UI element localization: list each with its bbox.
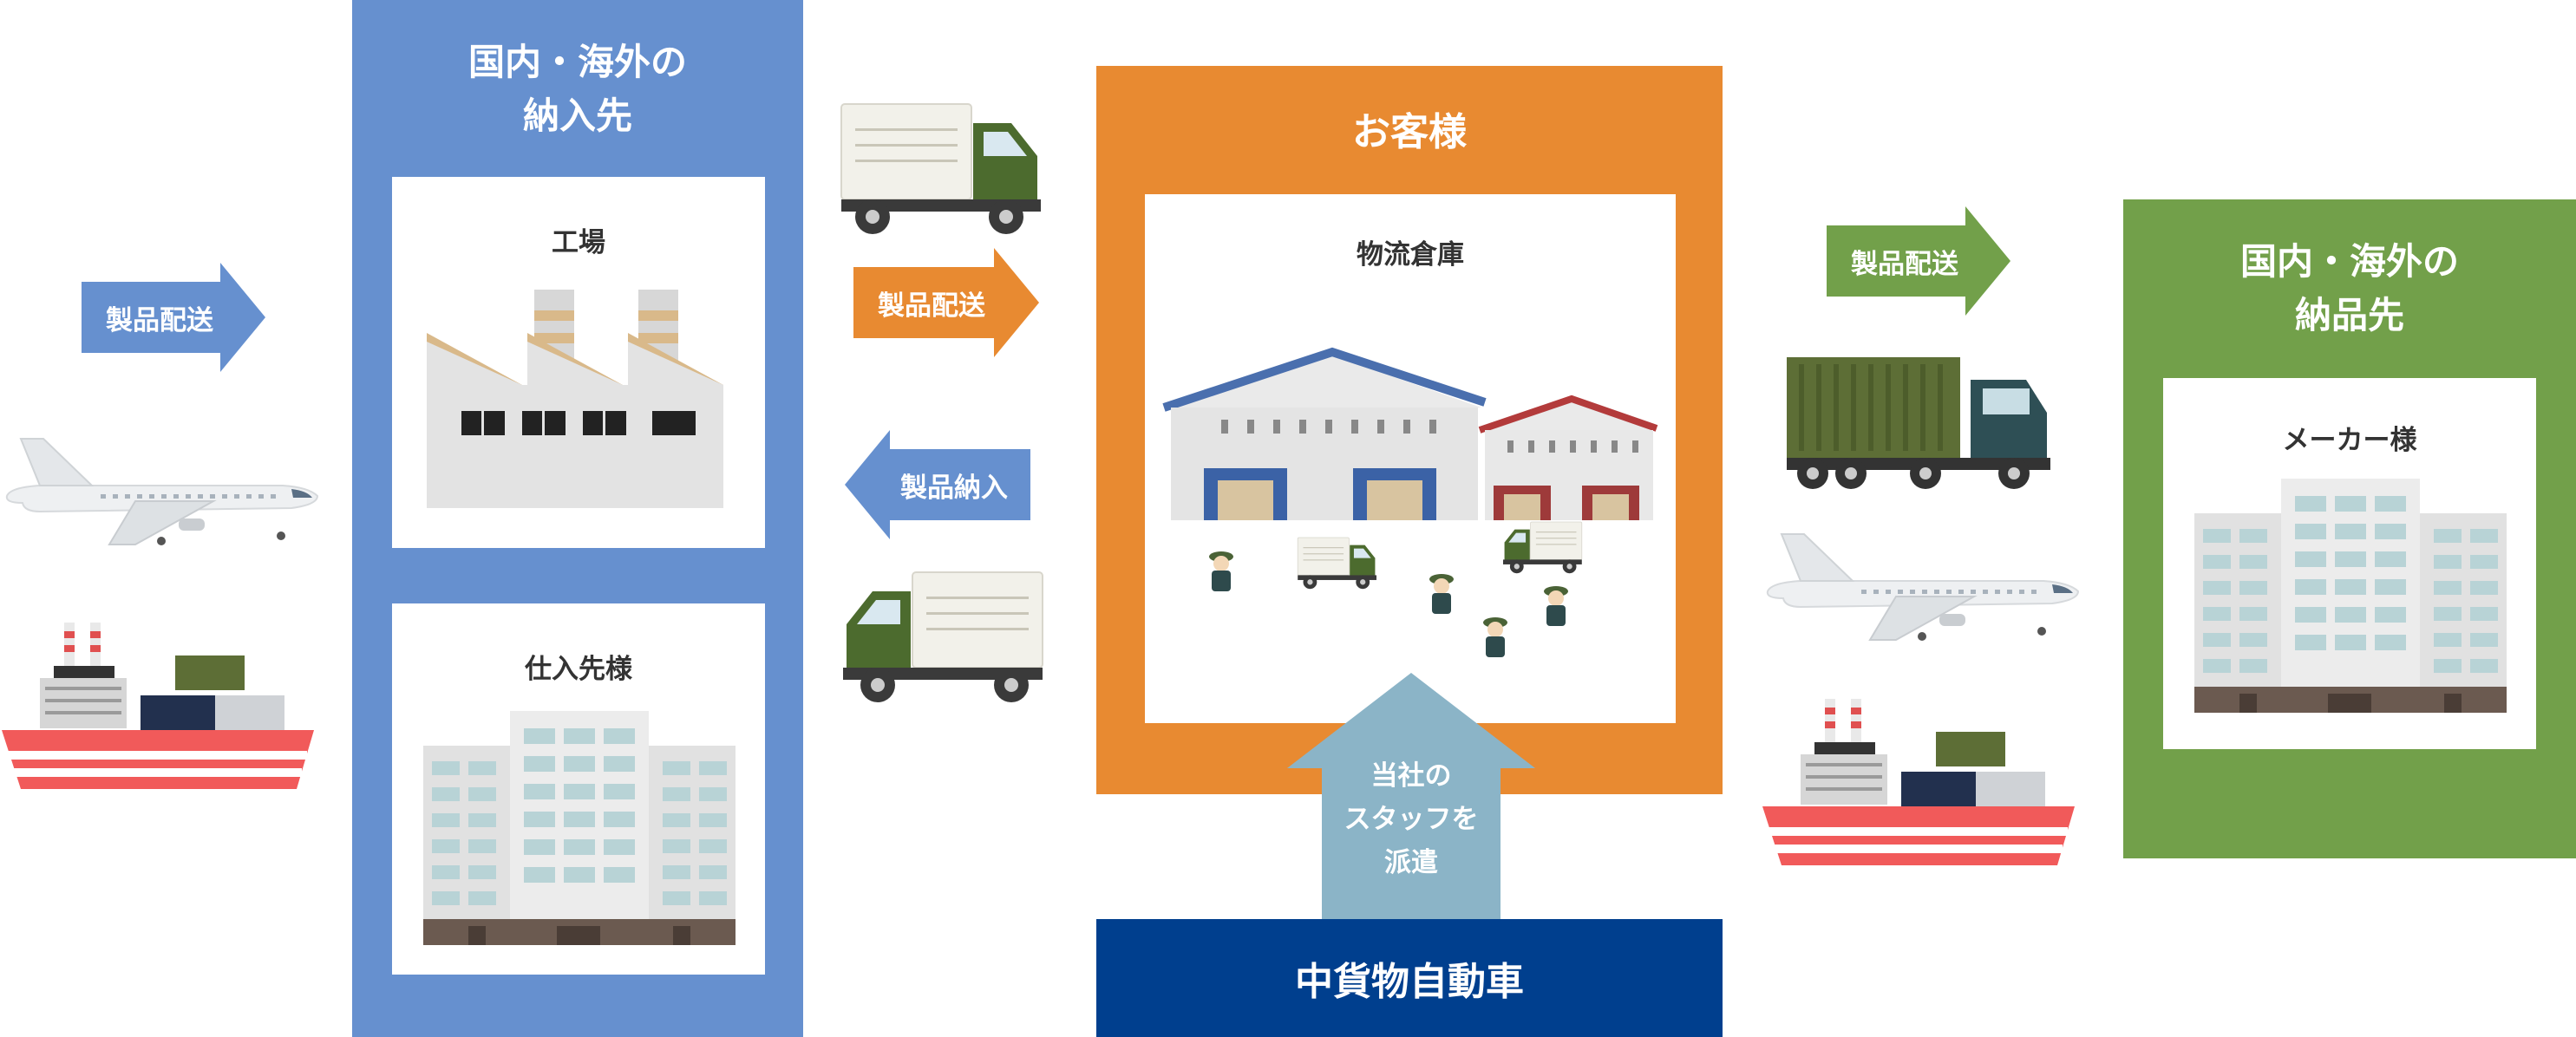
- right-delivery-arrow-label: 製品配送: [1851, 248, 1958, 280]
- left-panel-title-line1: 国内・海外の: [467, 41, 687, 83]
- center-delivery-arrow-label: 製品配送: [878, 290, 985, 322]
- airplane-icon: [5, 438, 319, 546]
- left-delivery-arrow-label: 製品配送: [106, 304, 213, 336]
- right-panel-title-line1: 国内・海外の: [2239, 240, 2459, 283]
- staff-dispatch-label-line3: 派遣: [1384, 847, 1438, 878]
- cargo-ship-icon: [2, 623, 314, 789]
- warehouse-card-title: 物流倉庫: [1357, 239, 1464, 271]
- right-delivery-arrow: [1827, 206, 2010, 316]
- warehouse-yard-truck-2-icon: [1502, 521, 1583, 574]
- manufacturer-card: メーカー様: [2163, 378, 2536, 749]
- right-panel-title-line2: 納品先: [2294, 294, 2404, 336]
- staff-dispatch-arrow: [1287, 673, 1535, 935]
- center-return-arrow-label: 製品納入: [900, 472, 1008, 504]
- cargo-ship-icon: [1762, 699, 2075, 865]
- supplier-building-icon: [423, 711, 736, 945]
- center-return-arrow: [845, 430, 1030, 539]
- warehouse-icon: [1162, 347, 1658, 520]
- domestic-overseas-delivery-panel: 国内・海外の 納品先 メーカー様: [2123, 199, 2576, 858]
- container-truck-icon: [1787, 357, 2050, 489]
- company-name-label: 中貨物自動車: [1295, 960, 1524, 1004]
- supplier-card-title: 仕入先様: [525, 654, 632, 685]
- airplane-icon: [1766, 533, 2079, 642]
- company-name-bar: 中貨物自動車: [1096, 919, 1723, 1037]
- customer-panel: お客様 物流倉庫: [1096, 66, 1723, 794]
- manufacturer-card-title: メーカー様: [2282, 425, 2417, 456]
- left-delivery-arrow: [82, 263, 265, 372]
- factory-card: 工場: [392, 177, 765, 548]
- domestic-overseas-suppliers-panel: 国内・海外の 納入先 工場 仕入先様: [352, 0, 803, 1037]
- worker-icon: [1544, 586, 1568, 626]
- manufacturer-building-icon: [2194, 479, 2507, 713]
- delivery-truck-top-icon: [840, 103, 1042, 235]
- worker-icon: [1429, 574, 1454, 614]
- factory-icon: [427, 290, 723, 508]
- worker-icon: [1209, 551, 1233, 591]
- supplier-card: 仕入先様: [392, 603, 765, 975]
- factory-card-title: 工場: [552, 227, 605, 258]
- customer-panel-title: お客様: [1352, 110, 1467, 154]
- delivery-truck-bottom-icon: [842, 571, 1043, 703]
- left-panel-title-line2: 納入先: [522, 95, 632, 137]
- center-delivery-arrow: [853, 248, 1039, 357]
- staff-dispatch-label: 当社の スタッフを 派遣: [1322, 754, 1500, 884]
- warehouse-yard-truck-1-icon: [1297, 537, 1377, 590]
- worker-icon: [1483, 617, 1507, 657]
- staff-dispatch-label-line1: 当社の: [1370, 760, 1452, 792]
- warehouse-card: 物流倉庫: [1145, 194, 1676, 723]
- staff-dispatch-label-line2: スタッフを: [1344, 804, 1479, 835]
